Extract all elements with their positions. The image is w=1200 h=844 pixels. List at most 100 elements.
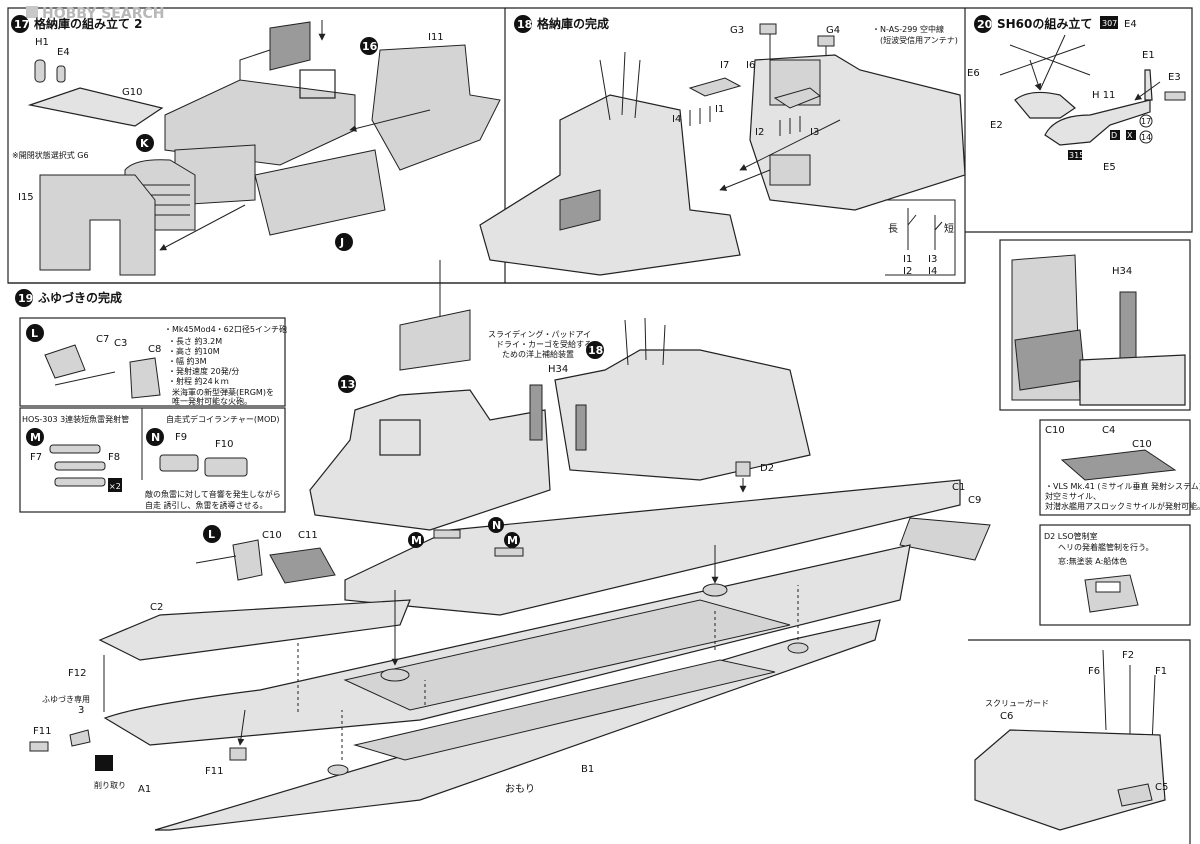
sh60-part-h11: H 11 xyxy=(1092,90,1115,101)
hangar-side-wall xyxy=(254,149,386,236)
part-i11: I11 xyxy=(428,32,444,43)
vls-c10-a: C10 xyxy=(1045,425,1065,436)
weight-plate-upper xyxy=(343,599,791,711)
callout-m-2: M xyxy=(507,534,518,547)
part-3: 3 xyxy=(78,705,84,716)
arrow-rotor-down xyxy=(1029,59,1042,91)
stern-f1: F1 xyxy=(1155,666,1167,677)
part-g4: G4 xyxy=(826,25,840,36)
vls-note-0: ・VLS Mk.41 (ミサイル垂直 発射システム) xyxy=(1045,481,1200,491)
callout-n: N xyxy=(492,519,501,532)
part-g10-shape xyxy=(27,87,164,127)
stern-guard: スクリューガード xyxy=(985,698,1049,708)
callout-k: K xyxy=(140,137,149,150)
callout-18-badge xyxy=(586,341,604,359)
sh60-num-14: 14 xyxy=(1141,133,1151,142)
sh60-num-17: 17 xyxy=(1141,117,1151,126)
panel-mn-frame xyxy=(19,407,286,513)
arrow-to-i15 xyxy=(159,204,246,251)
part-i4: I4 xyxy=(672,114,681,125)
part-c11-main: C11 xyxy=(298,530,318,541)
panel-n-note-1: 自走 誘引し、魚雷を誘導させる。 xyxy=(145,500,268,510)
arrow-tail xyxy=(1134,81,1161,101)
sh60-fuselage xyxy=(1044,99,1151,146)
panel-m-title: HOS-303 3連装短魚雷発射管 xyxy=(22,414,129,424)
step20-number: 20 xyxy=(977,18,993,31)
sh60-upper-half xyxy=(1014,91,1076,119)
part-i11-shape xyxy=(371,44,501,171)
panel-n-note-0: 敵の魚雷に対して音響を発生しながら xyxy=(145,489,281,499)
part-e4-shape xyxy=(56,65,66,83)
part-c2-bow-deck xyxy=(98,599,411,661)
panel-stern: F6 F2 F1 スクリューガード C6 C5 xyxy=(968,639,1191,844)
panel-vls-frame xyxy=(1039,419,1191,516)
aft-superstructure xyxy=(554,349,811,481)
weight-plate-lower xyxy=(353,659,776,761)
length-legend-box xyxy=(885,199,956,276)
panel-n-f9: F9 xyxy=(175,432,187,443)
sh60-code-d: D xyxy=(1111,131,1117,140)
gun-spec-title: ・Mk45Mod4・62口径5インチ砲 xyxy=(164,324,287,334)
part-a1: A1 xyxy=(138,784,151,795)
panel-d2-frame xyxy=(1039,524,1191,626)
panel-m-letter: M xyxy=(30,431,41,444)
watermark-text: HOBBY SEARCH xyxy=(42,6,164,22)
sliding-note-2: ための洋上補給装置 xyxy=(502,349,574,359)
panel-l-c8: C8 xyxy=(148,344,161,355)
panel-l-frame xyxy=(19,317,286,407)
hangar-structure-line xyxy=(239,49,271,80)
step19-number: 19 xyxy=(18,292,33,305)
panel-h34-frame xyxy=(999,239,1191,411)
step18-title: 格納庫の完成 xyxy=(537,16,609,31)
step18-superstructure xyxy=(479,94,741,276)
sh60-stabilizer xyxy=(1164,91,1186,101)
arrow-antenna-to-super xyxy=(739,119,841,171)
gun-spec-1: ・高さ 約10M xyxy=(168,346,220,356)
stern-c6: C6 xyxy=(1000,711,1013,722)
gun-spec-4: ・射程 約24ｋｍ xyxy=(168,376,229,386)
part-i6: I6 xyxy=(746,60,755,71)
part-g10: G10 xyxy=(122,87,142,98)
vls-block xyxy=(269,547,336,584)
panel-l-letter: L xyxy=(31,327,38,340)
callout-l: L xyxy=(208,528,215,541)
sh60-tail-fin xyxy=(1144,69,1153,101)
step19-title: ふゆづきの完成 xyxy=(38,290,122,305)
panel-d2: D2 LSO管制室 ヘリの発着艦管制を行う。 窓:無塗装 A:船体色 xyxy=(1039,524,1191,626)
panel-m-badge xyxy=(26,428,44,446)
part-h1: H1 xyxy=(35,37,49,48)
panel-l-badge xyxy=(26,324,44,342)
panel-l-c7: C7 xyxy=(96,334,109,345)
callout-16-badge xyxy=(360,37,378,55)
callout-j: J xyxy=(339,236,344,249)
bow-gun-turret xyxy=(232,539,263,581)
part-i15-frame-shape xyxy=(39,174,156,276)
vls-c10-b: C10 xyxy=(1132,439,1152,450)
stern-f6: F6 xyxy=(1088,666,1100,677)
gun-spec-3: ・発射速度 20発/分 xyxy=(168,366,239,376)
gun-spec-2: ・幅 約3M xyxy=(168,356,207,366)
forward-superstructure xyxy=(309,389,551,531)
step17-title: 格納庫の組み立て 2 xyxy=(34,16,143,31)
step17: 17 格納庫の組み立て 2 H1 E4 G10 16 I11 K ※開閉状態選択… xyxy=(11,15,501,276)
part-i1: I1 xyxy=(715,104,724,115)
part-i15: I15 xyxy=(18,192,34,203)
step20-box-code: 307 xyxy=(1102,19,1117,28)
sliding-note-1: ドライ・カーゴを受給する xyxy=(496,339,592,349)
legend-i1: I1 xyxy=(903,254,912,265)
panel-h34: H34 xyxy=(999,239,1191,411)
callout-l-badge xyxy=(203,525,221,543)
callout-18: 18 xyxy=(588,344,603,357)
panel-m-x2: ×2 xyxy=(109,482,121,491)
gun-note-0: 米海軍の新型弾薬(ERGM)を xyxy=(172,387,274,397)
legend-i2: I2 xyxy=(903,266,912,277)
panel-n-title: 自走式デコイランチャー(MOD) xyxy=(166,414,280,424)
vls-note-2: 対潜水艦用アスロックミサイルが発射可能。 xyxy=(1045,501,1200,511)
part-c2: C2 xyxy=(150,602,163,613)
part-c10-main: C10 xyxy=(262,530,282,541)
sh60-part-e4: E4 xyxy=(1124,19,1137,30)
panel-vls: C10 C4 C10 ・VLS Mk.41 (ミサイル垂直 発射システム) 対空… xyxy=(1039,419,1200,516)
step18: 18 格納庫の完成 G3 G4 ・N-AS-299 空中線 (短波受信用アンテナ… xyxy=(479,15,966,277)
step19-badge xyxy=(15,289,33,307)
